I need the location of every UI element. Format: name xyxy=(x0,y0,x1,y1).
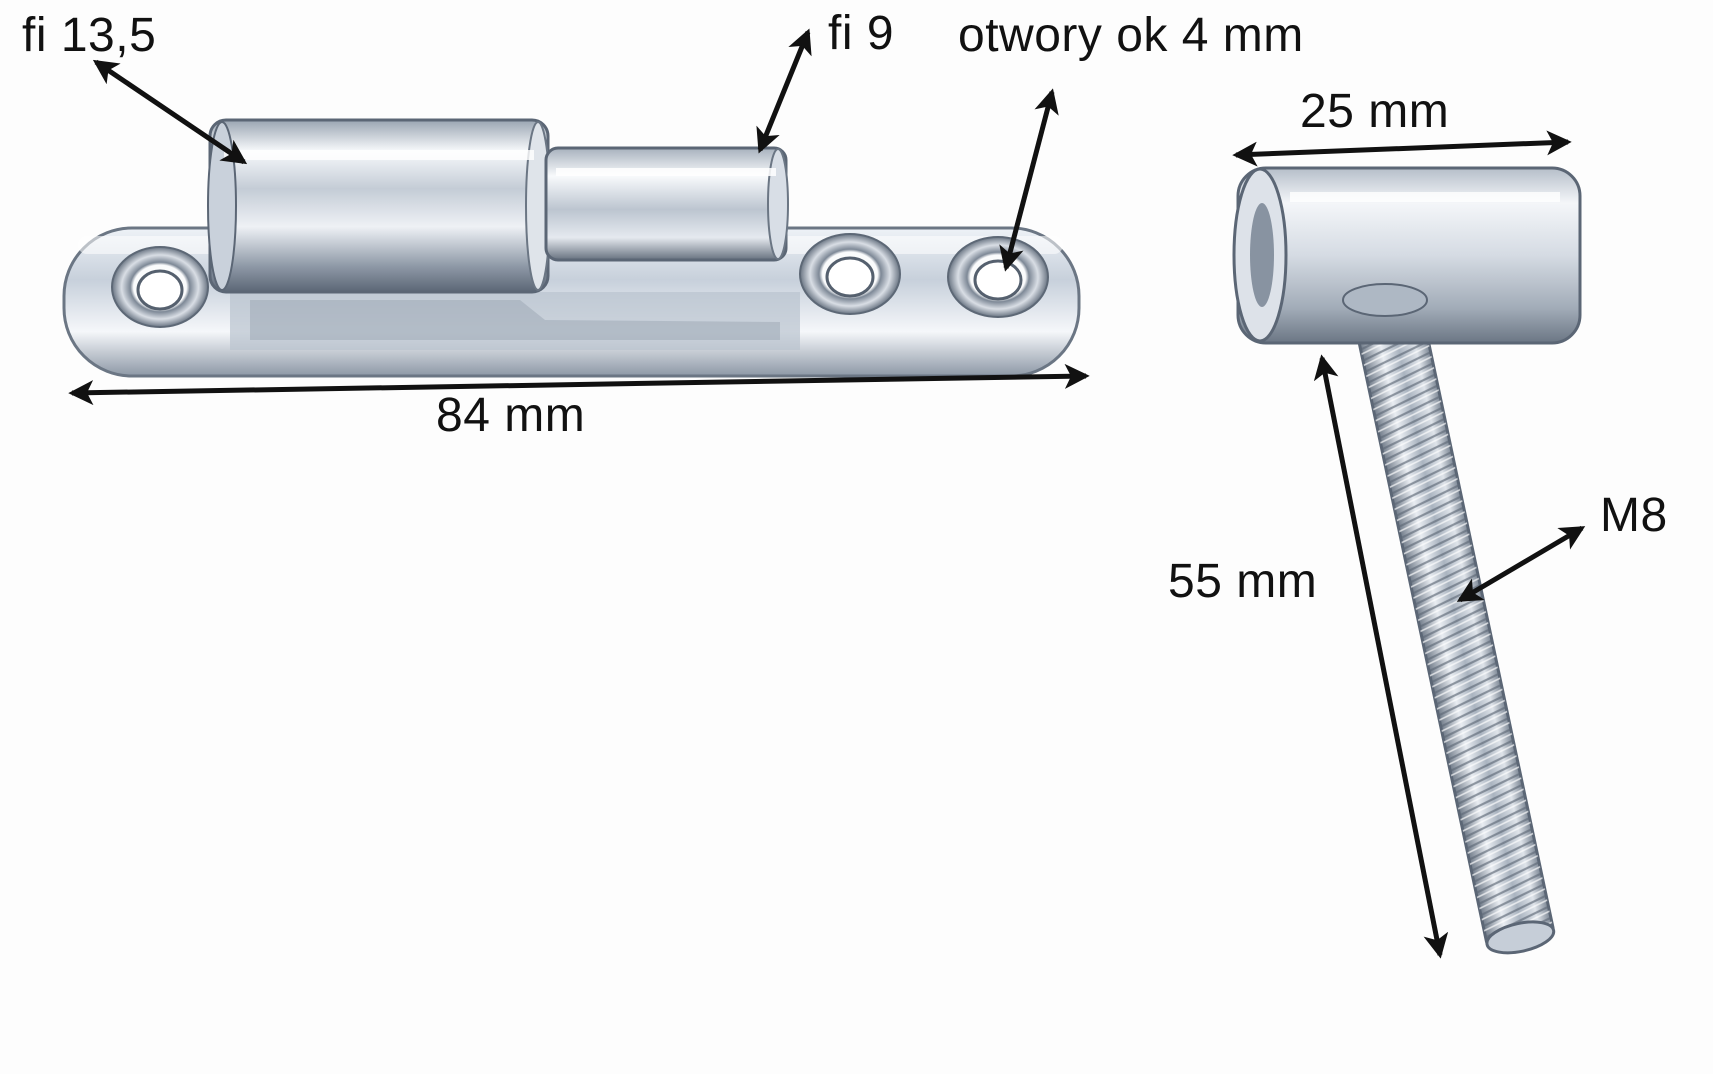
arrow-thread-length xyxy=(1313,354,1449,959)
thread-size-label: M8 xyxy=(1600,489,1668,542)
arrow-thread-size xyxy=(1456,525,1586,603)
hinge-barrel-small xyxy=(544,146,789,262)
mounting-hole-left xyxy=(111,246,209,328)
bolt-thread xyxy=(1354,306,1556,955)
barrel-diameter-label: fi 13,5 xyxy=(22,9,157,62)
dimension-arrows xyxy=(68,28,1586,959)
pin-diameter-label: fi 9 xyxy=(828,7,895,60)
holes-label: otwory ok 4 mm xyxy=(958,9,1304,62)
mounting-hole-right xyxy=(947,236,1049,318)
plate-length-label: 84 mm xyxy=(436,389,586,442)
mounting-holes xyxy=(111,233,1049,328)
thread-length-label: 55 mm xyxy=(1168,555,1318,608)
arrow-pin-diameter xyxy=(756,28,812,154)
bolt-head xyxy=(1232,166,1582,345)
arrow-holes xyxy=(999,88,1059,272)
hinge-barrel-large xyxy=(207,118,551,294)
arrow-barrel-diameter xyxy=(92,59,248,165)
arrow-head-length xyxy=(1232,130,1572,167)
mounting-hole-middle xyxy=(799,233,901,315)
head-length-label: 25 mm xyxy=(1300,85,1450,138)
arrow-plate-length xyxy=(68,363,1090,406)
